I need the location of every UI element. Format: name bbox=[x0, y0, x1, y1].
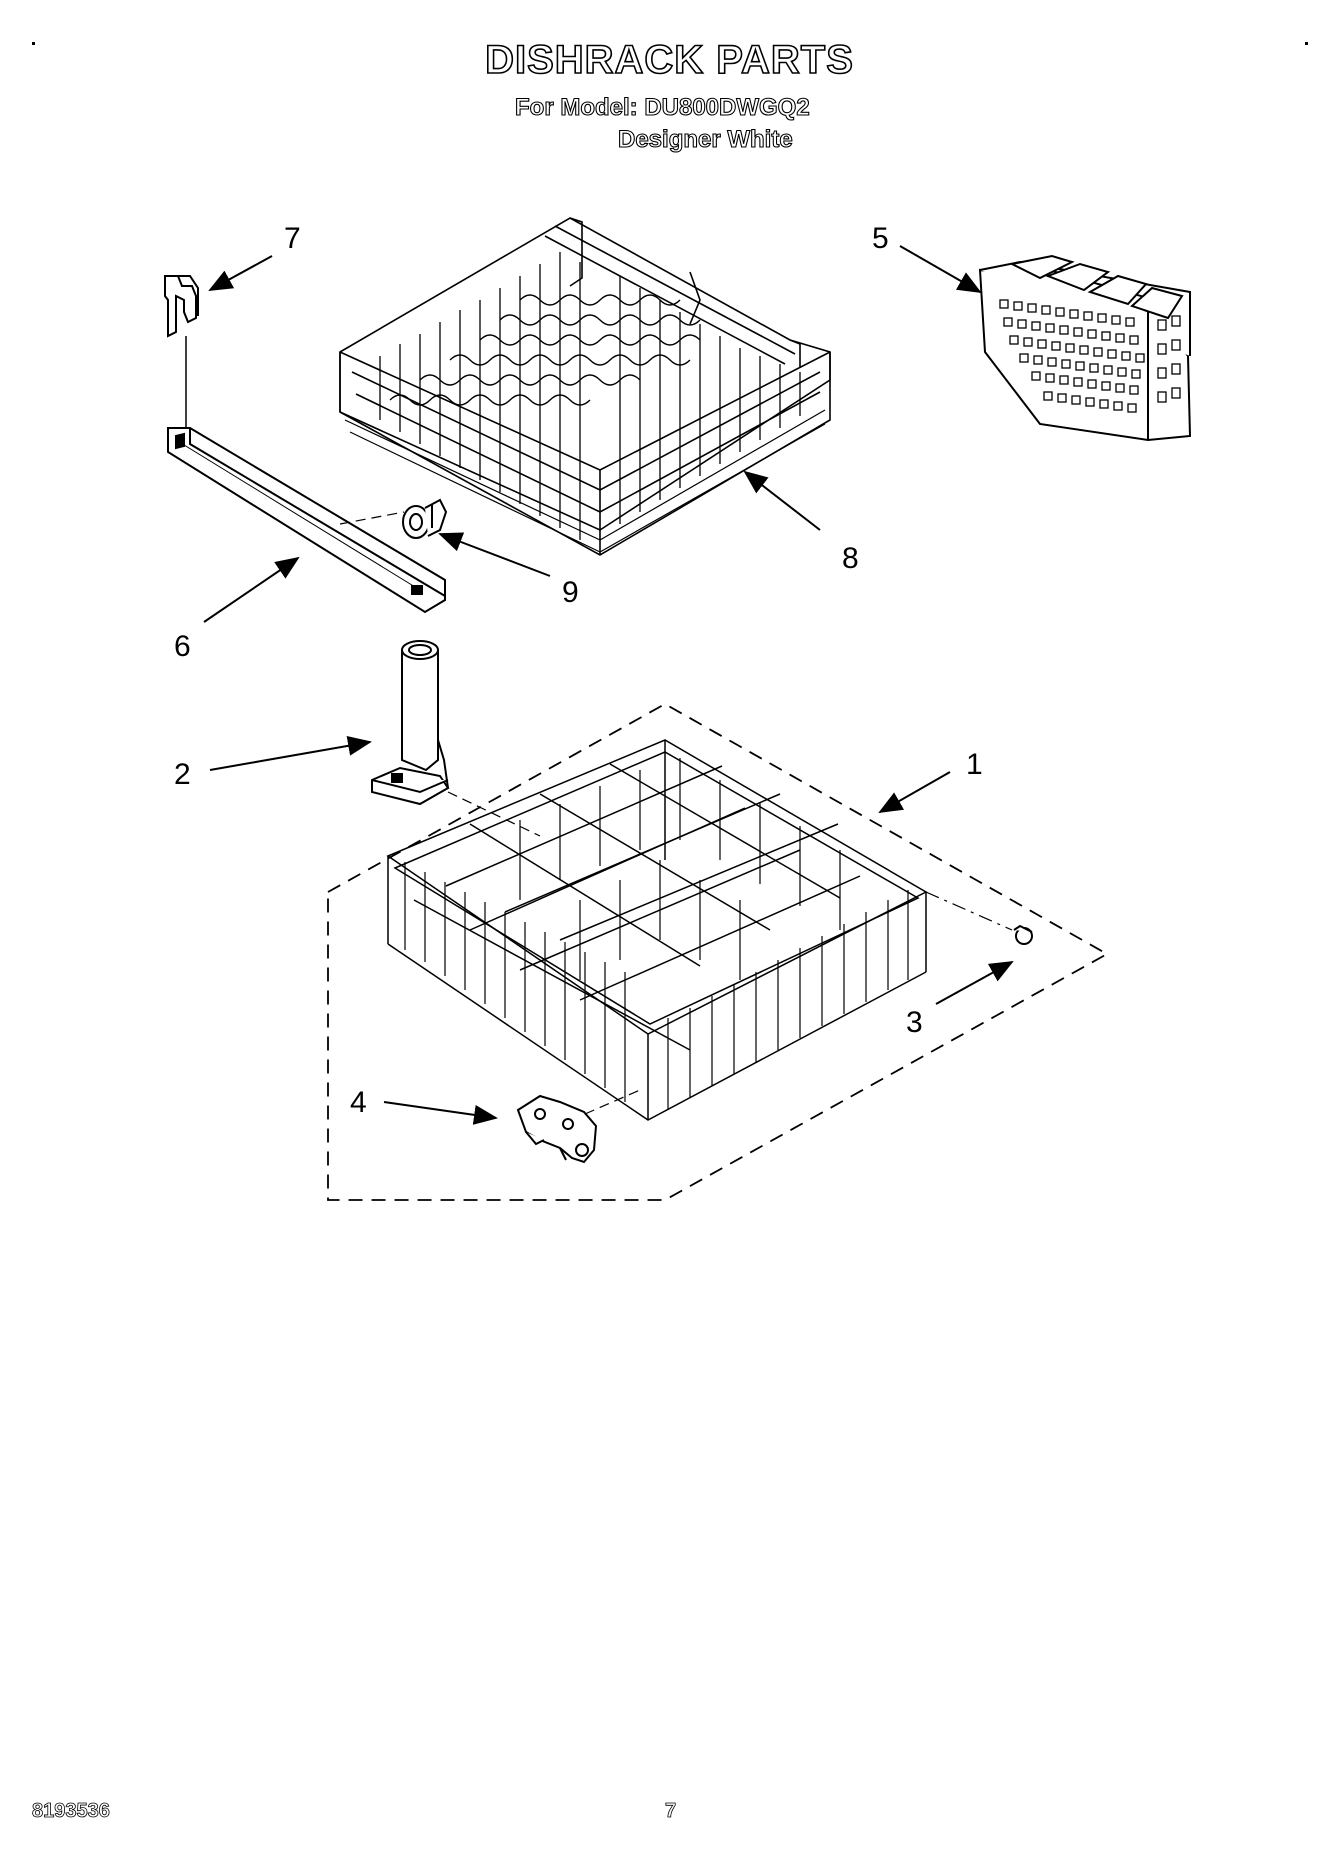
leader-8 bbox=[743, 470, 821, 531]
callout-1: 1 bbox=[966, 748, 983, 781]
callout-9: 9 bbox=[562, 576, 579, 609]
part-7-clip bbox=[164, 275, 199, 428]
leader-7 bbox=[208, 255, 273, 291]
leader-3 bbox=[935, 961, 1014, 1005]
callout-2: 2 bbox=[174, 758, 191, 791]
part-4-assembly-line bbox=[584, 1089, 641, 1115]
part-2-tube bbox=[371, 640, 450, 806]
model-color: Designer White bbox=[617, 125, 793, 153]
part-9-assembly-line bbox=[339, 511, 405, 525]
model-number: For Model: DU800DWGQ2 bbox=[514, 93, 810, 121]
part-4-wheel-carrier bbox=[516, 1094, 598, 1164]
leader-arrows bbox=[203, 245, 1014, 1125]
leader-4 bbox=[383, 1101, 498, 1125]
callout-5: 5 bbox=[872, 222, 889, 255]
leader-5 bbox=[899, 245, 982, 293]
leader-9 bbox=[438, 532, 551, 577]
part-3-assembly-line bbox=[925, 891, 1013, 931]
leader-1 bbox=[878, 771, 951, 813]
callout-7: 7 bbox=[284, 222, 301, 255]
callout-8: 8 bbox=[842, 542, 859, 575]
part-8-upper-rack bbox=[339, 217, 831, 556]
part-3-wheel-stud bbox=[1013, 924, 1033, 945]
part-5-silverware-basket bbox=[978, 254, 1192, 442]
part-9-wheel bbox=[402, 498, 448, 539]
corner-mark-right bbox=[1305, 42, 1308, 45]
corner-mark-left bbox=[32, 42, 35, 45]
part-6-rail bbox=[167, 427, 446, 614]
page-title: DISHRACK PARTS bbox=[484, 37, 854, 83]
callout-4: 4 bbox=[350, 1086, 367, 1119]
document-number: 8193536 bbox=[32, 1800, 111, 1823]
part-2-assembly-line bbox=[447, 791, 541, 837]
part-1-lower-rack bbox=[386, 739, 928, 1121]
leader-6 bbox=[203, 556, 300, 623]
callout-3: 3 bbox=[906, 1006, 923, 1039]
callout-6: 6 bbox=[174, 630, 191, 663]
leader-2 bbox=[209, 735, 372, 771]
page-number: 7 bbox=[665, 1800, 677, 1823]
